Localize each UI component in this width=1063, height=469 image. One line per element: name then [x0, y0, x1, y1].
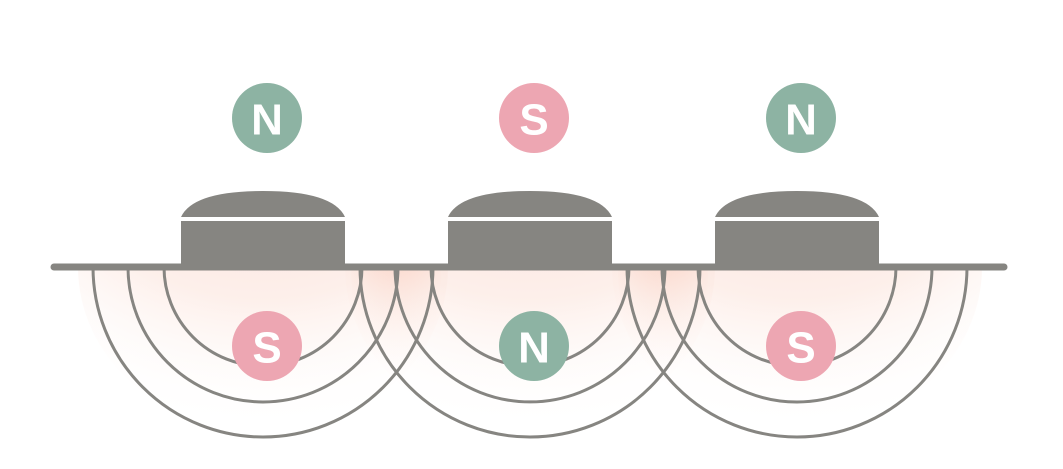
bottom-pole-badge-south: S: [232, 311, 302, 381]
pole-label: S: [786, 324, 815, 373]
pole-circle: [232, 311, 302, 381]
magnet-dome: [181, 191, 345, 217]
bottom-pole-badge-north: N: [499, 311, 569, 381]
pole-circle: [499, 83, 569, 153]
field-line-arc: [126, 266, 400, 404]
magnet-3: NS: [715, 83, 879, 381]
pole-label: N: [251, 96, 283, 145]
pole-circle: [232, 83, 302, 153]
field-line-arc: [91, 266, 435, 439]
field-line-arc: [660, 266, 934, 404]
bottom-pole-badge-south: S: [766, 311, 836, 381]
magnet-body: [181, 221, 345, 267]
pole-label: N: [518, 324, 550, 373]
pole-label: N: [785, 96, 817, 145]
top-pole-badge-north: N: [766, 83, 836, 153]
pole-circle: [499, 311, 569, 381]
pole-circle: [766, 83, 836, 153]
pole-label: S: [519, 96, 548, 145]
top-pole-badge-north: N: [232, 83, 302, 153]
magnet-1: NS: [181, 83, 345, 381]
field-line-arc: [625, 266, 969, 439]
field-line-arc: [358, 266, 702, 439]
top-pole-badge-south: S: [499, 83, 569, 153]
pole-circle: [766, 311, 836, 381]
magnet-body: [715, 221, 879, 267]
magnet-dome: [715, 191, 879, 217]
magnet-2: SN: [448, 83, 612, 381]
magnet-body: [448, 221, 612, 267]
field-line-arc: [393, 266, 667, 404]
magnet-dome: [448, 191, 612, 217]
pole-label: S: [252, 324, 281, 373]
